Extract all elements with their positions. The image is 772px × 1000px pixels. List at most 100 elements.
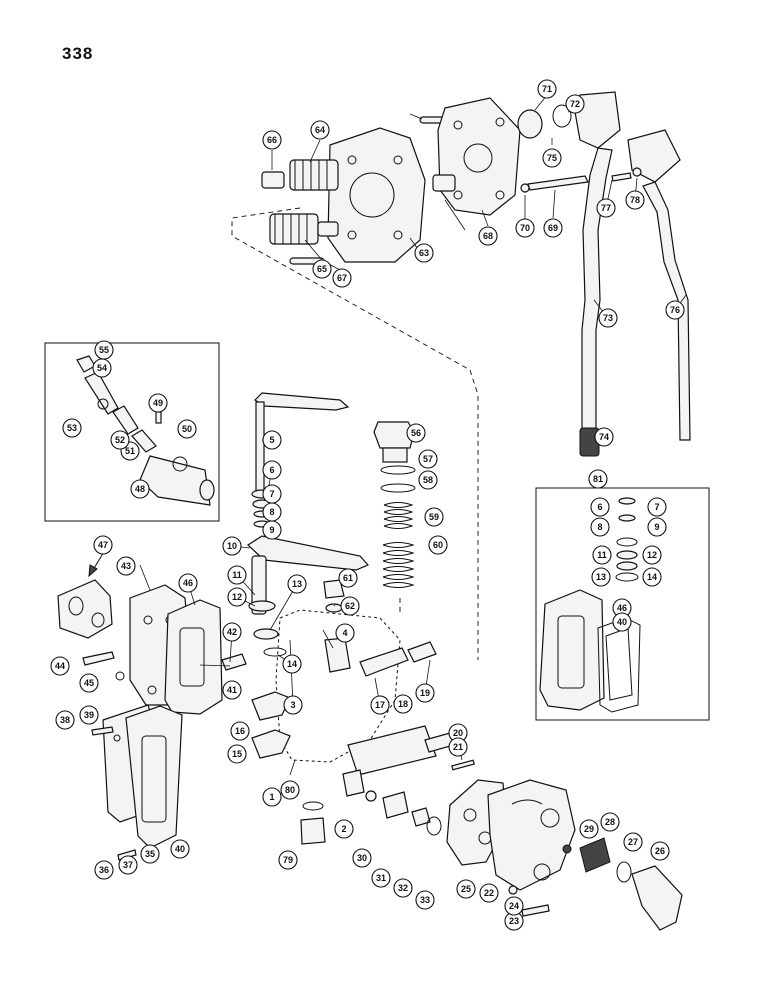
washer-78 — [632, 167, 642, 177]
callout-57: 57 — [418, 449, 438, 469]
svg-text:74: 74 — [599, 432, 609, 442]
svg-text:40: 40 — [175, 844, 185, 854]
svg-text:62: 62 — [345, 601, 355, 611]
plug-32 — [411, 807, 431, 827]
spring-19 — [407, 641, 437, 663]
callout-17: 17 — [370, 695, 390, 715]
svg-text:69: 69 — [548, 223, 558, 233]
spring-31 — [382, 791, 409, 819]
callout-21: 21 — [448, 737, 468, 757]
svg-text:77: 77 — [601, 203, 611, 213]
kit-callout-13: 13 — [591, 567, 611, 587]
svg-text:9: 9 — [654, 522, 659, 532]
svg-text:61: 61 — [343, 573, 353, 583]
svg-text:40: 40 — [617, 617, 627, 627]
bolt-44 — [82, 651, 115, 666]
callout-60: 60 — [428, 535, 448, 555]
svg-text:12: 12 — [232, 592, 242, 602]
callout-80: 80 — [280, 780, 300, 800]
svg-text:1: 1 — [269, 792, 274, 802]
svg-text:65: 65 — [317, 264, 327, 274]
svg-text:31: 31 — [376, 873, 386, 883]
callout-10: 10 — [222, 536, 242, 556]
svg-text:24: 24 — [509, 901, 519, 911]
callout-27: 27 — [623, 832, 643, 852]
callout-63: 63 — [414, 243, 434, 263]
svg-text:13: 13 — [596, 572, 606, 582]
svg-text:21: 21 — [453, 742, 463, 752]
seal-kit-rings — [615, 497, 639, 582]
callout-73: 73 — [598, 308, 618, 328]
svg-text:10: 10 — [227, 541, 237, 551]
plunger-17 — [359, 647, 409, 677]
callout-79: 79 — [278, 850, 298, 870]
screw-38 — [91, 726, 114, 736]
valve-spool-20 — [347, 725, 455, 776]
o-ring-27 — [616, 861, 632, 883]
relief-plunger-51 — [131, 429, 157, 453]
svg-text:72: 72 — [570, 99, 580, 109]
bolt-23 — [521, 904, 550, 917]
callout-5: 5 — [262, 430, 282, 450]
svg-text:76: 76 — [670, 305, 680, 315]
svg-text:28: 28 — [605, 817, 615, 827]
callout-32: 32 — [393, 878, 413, 898]
callout-55: 55 — [94, 340, 114, 360]
callout-52: 52 — [110, 430, 130, 450]
svg-text:27: 27 — [628, 837, 638, 847]
relief-valve-plug — [76, 355, 96, 373]
svg-text:5: 5 — [269, 435, 274, 445]
callout-16: 16 — [230, 721, 250, 741]
callout-38: 38 — [55, 710, 75, 730]
svg-text:41: 41 — [227, 685, 237, 695]
callout-76: 76 — [665, 300, 685, 320]
callout-13: 13 — [287, 574, 307, 594]
svg-text:79: 79 — [283, 855, 293, 865]
poppet-61 — [323, 579, 345, 599]
callout-61: 61 — [338, 568, 358, 588]
washer-45 — [115, 671, 125, 681]
svg-text:8: 8 — [597, 522, 602, 532]
callout-71: 71 — [537, 79, 557, 99]
callout-18: 18 — [393, 694, 413, 714]
svg-text:78: 78 — [630, 195, 640, 205]
o-ring-33 — [426, 816, 442, 836]
callout-56: 56 — [406, 423, 426, 443]
rocker-arms-15-16 — [251, 691, 291, 759]
svg-text:15: 15 — [232, 749, 242, 759]
pump-cover-plate — [432, 97, 521, 216]
callout-28: 28 — [600, 812, 620, 832]
svg-text:81: 81 — [593, 474, 603, 484]
svg-text:52: 52 — [115, 435, 125, 445]
svg-text:60: 60 — [433, 540, 443, 550]
svg-text:22: 22 — [484, 888, 494, 898]
callout-29: 29 — [579, 819, 599, 839]
relief-valve-stem — [84, 371, 119, 415]
callout-62: 62 — [340, 596, 360, 616]
spring-42 — [221, 653, 247, 671]
svg-text:80: 80 — [285, 785, 295, 795]
callout-9: 9 — [262, 520, 282, 540]
svg-text:8: 8 — [269, 507, 274, 517]
svg-text:17: 17 — [375, 700, 385, 710]
callout-66: 66 — [262, 130, 282, 150]
callout-12: 12 — [227, 587, 247, 607]
callout-69: 69 — [543, 218, 563, 238]
svg-text:39: 39 — [84, 710, 94, 720]
svg-text:30: 30 — [357, 853, 367, 863]
kit-callout-6: 6 — [590, 497, 610, 517]
svg-text:3: 3 — [290, 700, 295, 710]
svg-text:29: 29 — [584, 824, 594, 834]
svg-text:14: 14 — [287, 659, 297, 669]
callout-33: 33 — [415, 890, 435, 910]
callout-35: 35 — [140, 844, 160, 864]
callout-37: 37 — [118, 855, 138, 875]
callout-42: 42 — [222, 622, 242, 642]
svg-text:66: 66 — [267, 135, 277, 145]
svg-text:70: 70 — [520, 223, 530, 233]
screw-49 — [155, 411, 162, 424]
svg-text:44: 44 — [55, 661, 65, 671]
svg-text:59: 59 — [429, 512, 439, 522]
callout-48: 48 — [130, 479, 150, 499]
callout-72: 72 — [565, 94, 585, 114]
